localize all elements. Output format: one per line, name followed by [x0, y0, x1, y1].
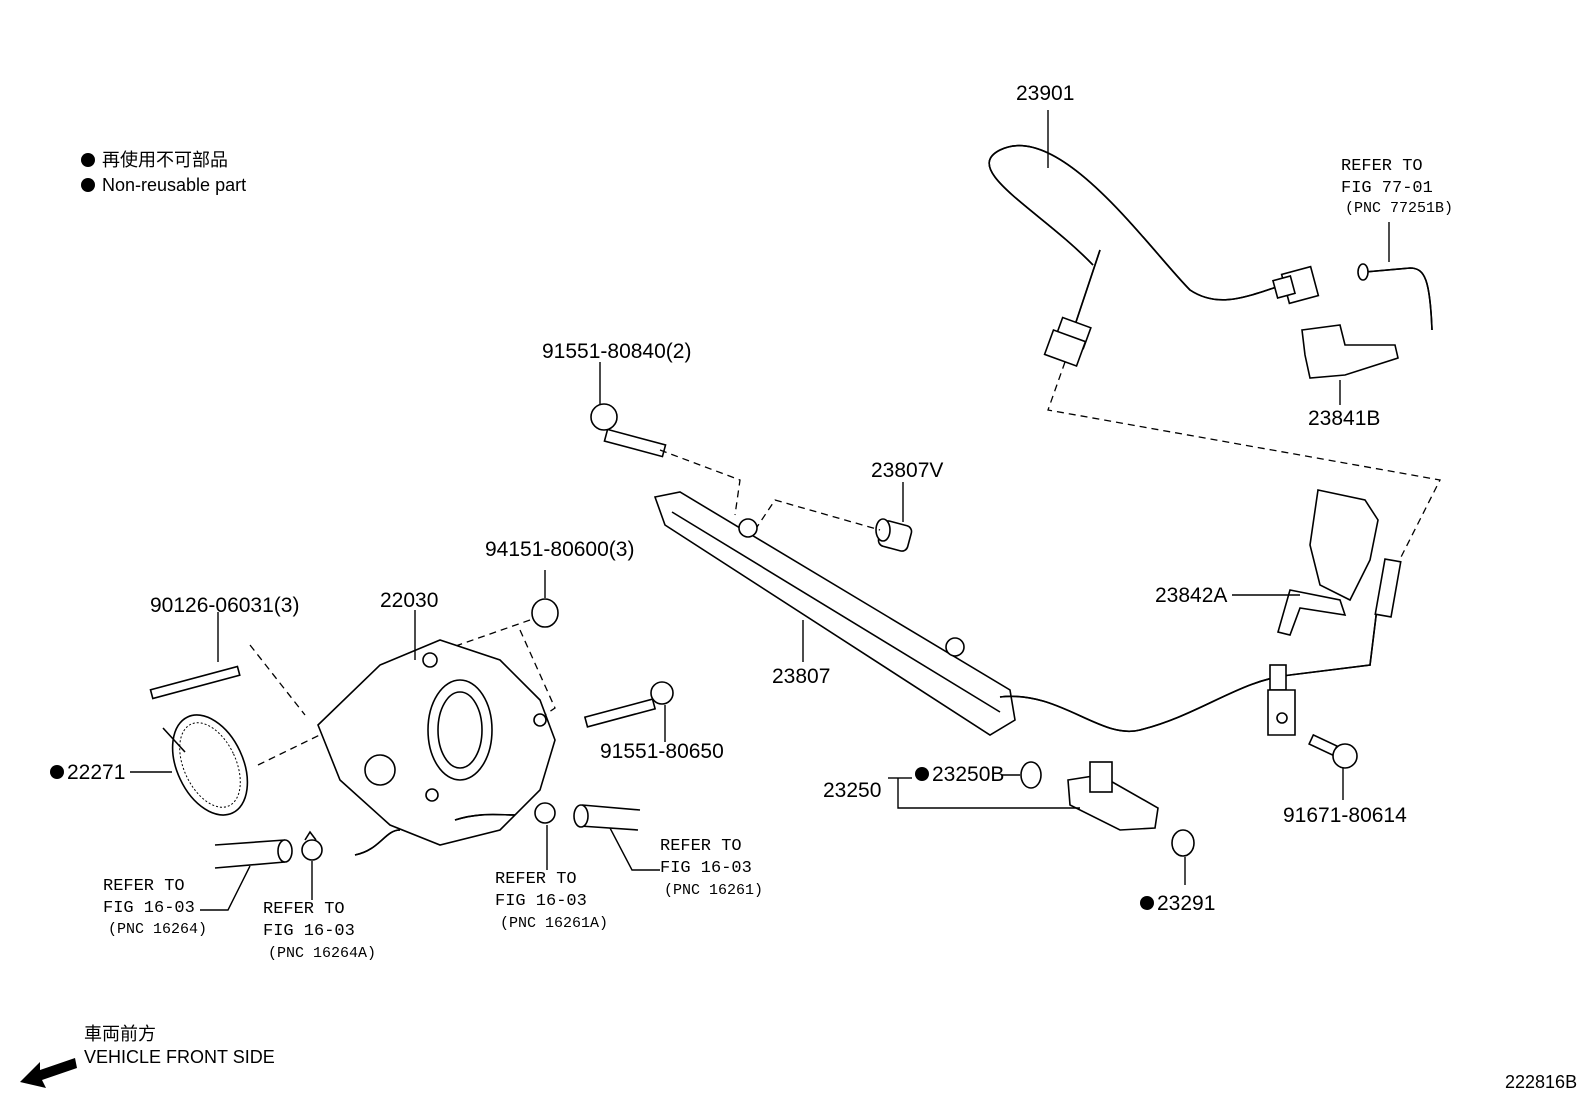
part-number-23250: 23250 [823, 779, 881, 802]
legend-jp: 再使用不可部品 [102, 150, 228, 170]
ref-77-line1: REFER TO [1341, 157, 1423, 176]
ref-16261A-clamp: REFER TO FIG 16-03 (PNC 16261A) [495, 802, 608, 932]
non-reusable-bullet-icon [915, 767, 929, 781]
part-number-23291: 23291 [1157, 892, 1215, 915]
ref-16261A-line2: FIG 16-03 [495, 892, 587, 911]
part-number-91551-80650: 91551-80650 [600, 740, 724, 763]
front-jp: 車両前方 [84, 1024, 156, 1044]
part-94151-80600-nut: 94151-80600(3) [429, 538, 634, 726]
part-23807V-cushion: 23807V [871, 459, 943, 552]
vehicle-front-indicator: 車両前方 VEHICLE FRONT SIDE [20, 1024, 275, 1088]
part-number-94151-80600: 94151-80600(3) [485, 538, 634, 561]
part-number-23842A: 23842A [1155, 584, 1227, 607]
part-23807-delivery-pipe: 23807 [653, 491, 1402, 736]
ref-77-01-pipe: REFER TO FIG 77-01 (PNC 77251B) [1341, 157, 1453, 331]
part-number-23807: 23807 [772, 665, 830, 688]
ref-16264A-line3: (PNC 16264A) [268, 945, 376, 962]
ref-77-line2: FIG 77-01 [1341, 179, 1433, 198]
part-number-90126-06031: 90126-06031(3) [150, 594, 299, 617]
ref-16264-line2: FIG 16-03 [103, 899, 195, 918]
part-number-22030: 22030 [380, 589, 438, 612]
ref-16261-line3: (PNC 16261) [664, 882, 763, 899]
ref-16261A-line1: REFER TO [495, 870, 577, 889]
part-number-91671-80614: 91671-80614 [1283, 804, 1407, 827]
ref-16264A-line2: FIG 16-03 [263, 922, 355, 941]
non-reusable-bullet-icon [81, 178, 95, 192]
legend-en: Non-reusable part [102, 175, 246, 195]
ref-16261-line2: FIG 16-03 [660, 859, 752, 878]
ref-16261A-line3: (PNC 16261A) [500, 915, 608, 932]
ref-16264A-line1: REFER TO [263, 900, 345, 919]
ref-16264-line1: REFER TO [103, 877, 185, 896]
legend: 再使用不可部品 Non-reusable part [81, 150, 246, 195]
part-22030-throttle-body: 22030 [317, 589, 556, 856]
part-23842A-retainer: 23842A [1155, 489, 1379, 636]
part-number-23841B: 23841B [1308, 407, 1380, 430]
part-23841B-clip: 23841B [1301, 324, 1399, 430]
ref-77-line3: (PNC 77251B) [1345, 200, 1453, 217]
front-arrow-icon [20, 1058, 77, 1088]
ref-16264-hose: REFER TO FIG 16-03 (PNC 16264) [103, 839, 293, 938]
part-22271-gasket: 22271 [50, 714, 249, 816]
front-en: VEHICLE FRONT SIDE [84, 1047, 275, 1067]
part-90126-06031-stud: 90126-06031(3) [149, 594, 331, 766]
part-91551-80840-bolt: 91551-80840(2) [542, 340, 881, 531]
part-number-23250B: 23250B [932, 763, 1004, 786]
ref-16261-line1: REFER TO [660, 837, 742, 856]
ref-16264A-clamp: REFER TO FIG 16-03 (PNC 16264A) [263, 830, 376, 962]
part-91551-80650-bolt: 91551-80650 [583, 681, 724, 763]
non-reusable-bullet-icon [50, 765, 64, 779]
part-number-23807V: 23807V [871, 459, 943, 482]
part-23901-hose: 23901 [988, 82, 1320, 368]
non-reusable-bullet-icon [1140, 896, 1154, 910]
part-23250-injector: 23250 23250B 23291 [823, 761, 1215, 915]
non-reusable-bullet-icon [81, 153, 95, 167]
part-number-91551-80840: 91551-80840(2) [542, 340, 691, 363]
part-number-22271: 22271 [67, 761, 125, 784]
ref-16264-line3: (PNC 16264) [108, 921, 207, 938]
part-91671-80614-bolt: 91671-80614 [1283, 733, 1407, 827]
ref-16261-hose: REFER TO FIG 16-03 (PNC 16261) [573, 804, 763, 899]
figure-id: 222816B [1505, 1072, 1577, 1092]
part-number-23901: 23901 [1016, 82, 1074, 105]
